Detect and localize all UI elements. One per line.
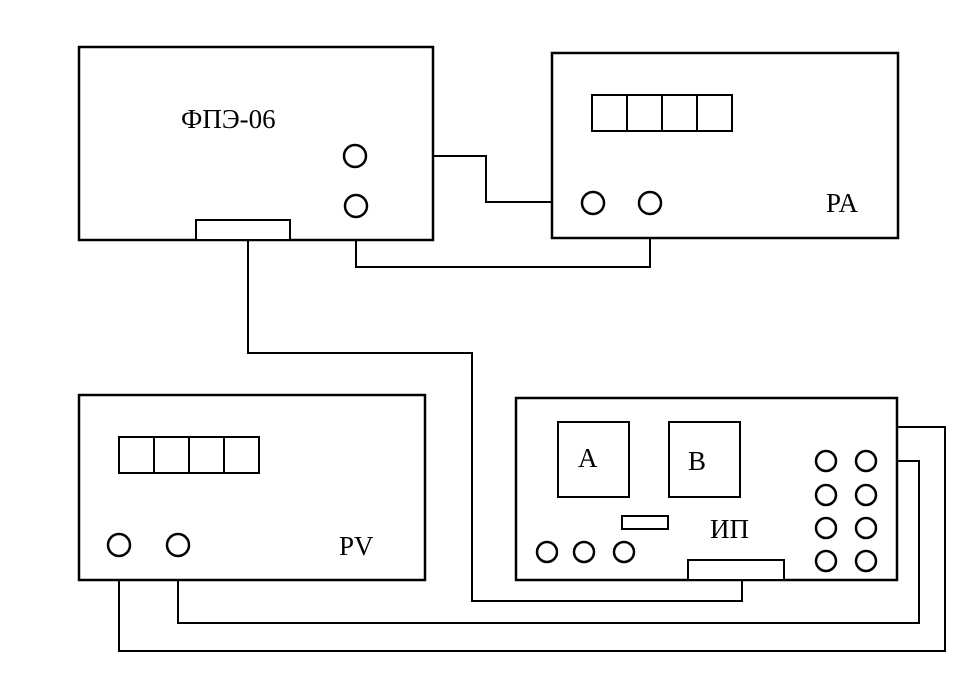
ammeter-digit-1	[591, 94, 628, 132]
ammeter-display	[591, 94, 733, 132]
voltmeter-device: PV	[77, 393, 427, 582]
voltmeter-digit-4	[223, 436, 260, 474]
power-supply-terminal-1-1[interactable]	[814, 449, 838, 473]
power-supply-meter-b	[668, 421, 741, 498]
ammeter-terminal-right[interactable]	[637, 190, 663, 216]
power-supply-knob-1[interactable]	[535, 540, 559, 564]
fpe-terminal-top[interactable]	[342, 143, 368, 169]
power-supply-terminal-2-2[interactable]	[854, 483, 878, 507]
voltmeter-body	[77, 393, 427, 582]
power-supply-switch[interactable]	[621, 515, 669, 530]
ammeter-digit-2	[626, 94, 663, 132]
power-supply-terminal-3-1[interactable]	[814, 516, 838, 540]
fpe-label: ФПЭ-06	[181, 104, 276, 134]
voltmeter-label: PV	[339, 531, 374, 561]
fpe-body	[77, 45, 435, 242]
fpe-connector[interactable]	[195, 219, 291, 241]
power-supply-meter-a-label: A	[578, 443, 598, 473]
power-supply-terminal-2-1[interactable]	[814, 483, 838, 507]
ammeter-device: PA	[550, 51, 900, 240]
power-supply-connector[interactable]	[687, 559, 785, 581]
wire-fpe-to-pa-right	[355, 215, 651, 268]
power-supply-meter-b-label: B	[688, 446, 706, 476]
power-supply-label: ИП	[710, 514, 749, 544]
ammeter-label: PA	[826, 188, 859, 218]
power-supply-terminal-4-2[interactable]	[854, 549, 878, 573]
wire-pv-right-to-ps	[177, 460, 920, 624]
ammeter-digit-3	[661, 94, 698, 132]
ammeter-digit-4	[696, 94, 733, 132]
voltmeter-display	[118, 436, 260, 474]
power-supply-terminal-3-2[interactable]	[854, 516, 878, 540]
voltmeter-terminal-right[interactable]	[165, 532, 191, 558]
power-supply-terminal-4-1[interactable]	[814, 549, 838, 573]
voltmeter-digit-1	[118, 436, 155, 474]
fpe-terminal-bottom[interactable]	[343, 193, 369, 219]
power-supply-terminal-1-2[interactable]	[854, 449, 878, 473]
power-supply-device: A B ИП	[514, 396, 899, 582]
wire-fpe-connector-to-ps-connector	[247, 241, 743, 602]
ammeter-terminal-left[interactable]	[580, 190, 606, 216]
voltmeter-terminal-left[interactable]	[106, 532, 132, 558]
power-supply-knob-3[interactable]	[612, 540, 636, 564]
fpe-device: ФПЭ-06	[77, 45, 435, 242]
voltmeter-digit-2	[153, 436, 190, 474]
ammeter-body	[550, 51, 900, 240]
power-supply-knob-2[interactable]	[572, 540, 596, 564]
voltmeter-digit-3	[188, 436, 225, 474]
power-supply-meter-a	[557, 421, 630, 498]
